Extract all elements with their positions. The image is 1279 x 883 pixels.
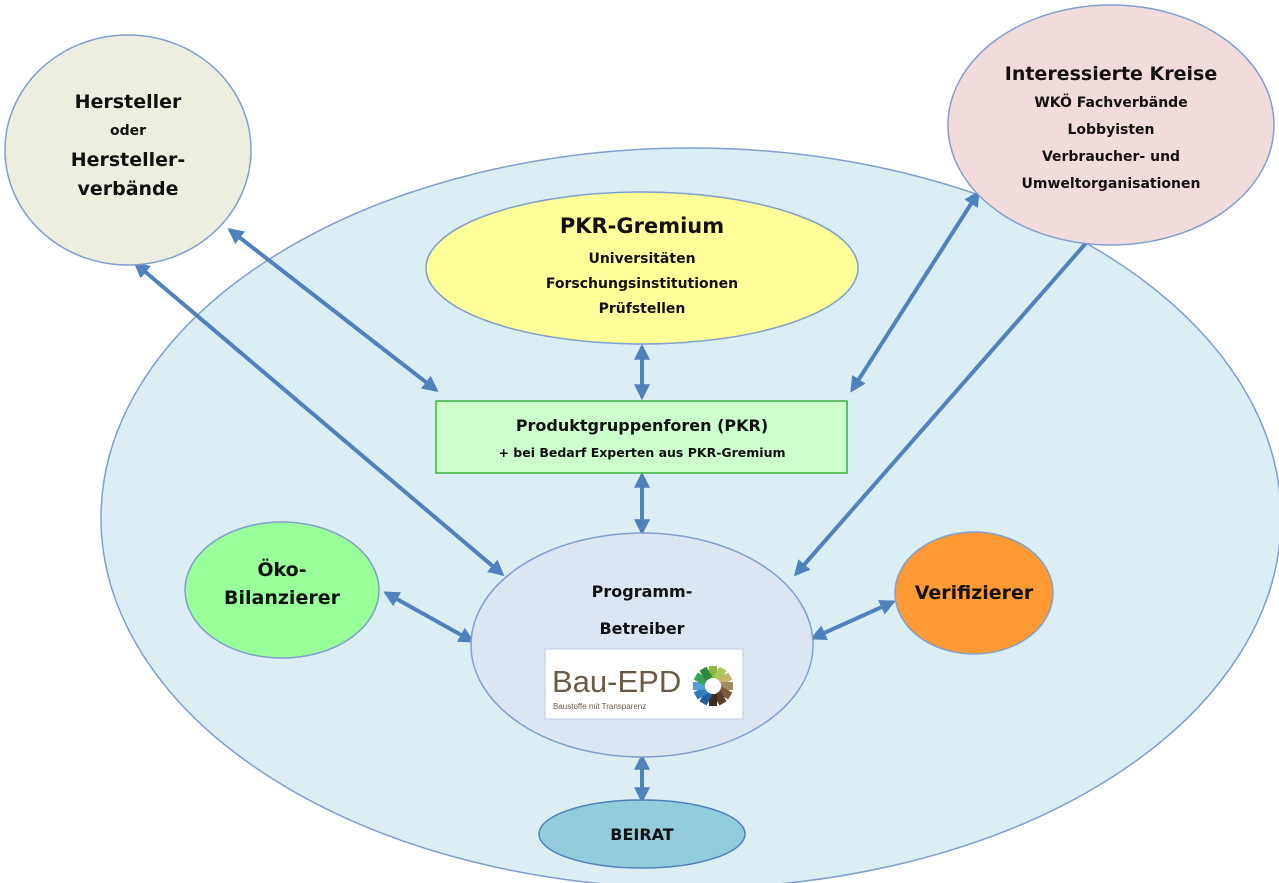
node-beirat: BEIRAT bbox=[538, 799, 746, 869]
connection-arrows bbox=[133, 190, 1111, 804]
hersteller-line-3: Hersteller- bbox=[71, 149, 186, 171]
node-oeko-bilanzierer: Öko- Bilanzierer bbox=[184, 521, 380, 659]
programm-ellipse bbox=[470, 532, 814, 758]
programm-line-1: Programm- bbox=[592, 582, 693, 601]
arrow-hersteller-programm bbox=[133, 261, 505, 577]
beirat-label: BEIRAT bbox=[610, 825, 674, 844]
node-produktgruppenforen: Produktgruppenforen (PKR) + bei Bedarf E… bbox=[435, 400, 848, 474]
verifizierer-ellipse bbox=[894, 531, 1054, 655]
oeko-line-1: Öko- bbox=[257, 557, 306, 581]
arrow-oeko-programm bbox=[383, 591, 475, 643]
pkr-gremium-line-1: Universitäten bbox=[588, 251, 695, 267]
interessierte-line-2: WKÖ Fachverbände bbox=[1034, 93, 1187, 111]
logo-frame bbox=[544, 648, 744, 720]
pkr-gremium-line-3: Prüfstellen bbox=[599, 301, 686, 317]
hersteller-ellipse bbox=[4, 34, 252, 266]
verifizierer-label: Verifizierer bbox=[915, 582, 1034, 604]
node-hersteller: Hersteller oder Hersteller- verbände bbox=[4, 34, 252, 266]
oeko-line-2: Bilanzierer bbox=[224, 587, 341, 609]
interessierte-ellipse bbox=[947, 4, 1275, 246]
programm-line-2: Betreiber bbox=[599, 619, 684, 638]
pkr-foren-title: Produktgruppenforen (PKR) bbox=[516, 416, 768, 435]
oeko-ellipse bbox=[184, 521, 380, 659]
logo-sunburst-icon bbox=[693, 666, 733, 706]
interessierte-line-4: Verbraucher- und bbox=[1042, 149, 1180, 165]
interessierte-line-1: Interessierte Kreise bbox=[1005, 63, 1217, 85]
hersteller-line-4: verbände bbox=[77, 178, 178, 200]
interessierte-line-5: Umweltorganisationen bbox=[1022, 176, 1201, 192]
pkr-foren-box bbox=[435, 400, 848, 474]
arrow-verifizierer-programm bbox=[810, 599, 896, 641]
interessierte-line-3: Lobbyisten bbox=[1068, 122, 1155, 138]
pkr-gremium-line-2: Forschungsinstitutionen bbox=[546, 276, 738, 292]
node-verifizierer: Verifizierer bbox=[894, 531, 1054, 655]
pkr-gremium-title: PKR-Gremium bbox=[560, 214, 724, 238]
hersteller-line-1: Hersteller bbox=[75, 91, 182, 113]
bau-epd-logo: Bau-EPD Baustoffe mit Transparenz bbox=[544, 648, 744, 720]
node-interessierte-kreise: Interessierte Kreise WKÖ Fachverbände Lo… bbox=[947, 4, 1275, 246]
node-programm-betreiber: Programm- Betreiber Bau-EPD Baustoffe mi… bbox=[470, 532, 814, 758]
logo-tagline: Baustoffe mit Transparenz bbox=[553, 702, 646, 711]
node-pkr-gremium: PKR-Gremium Universitäten Forschungsinst… bbox=[425, 191, 859, 345]
logo-name: Bau-EPD bbox=[552, 664, 681, 699]
hersteller-line-2: oder bbox=[110, 123, 146, 139]
pkr-gremium-ellipse bbox=[425, 191, 859, 345]
beirat-ellipse bbox=[538, 799, 746, 869]
pkr-foren-subtitle: + bei Bedarf Experten aus PKR-Gremium bbox=[498, 445, 785, 460]
arrow-interessierte-programm bbox=[793, 215, 1111, 577]
